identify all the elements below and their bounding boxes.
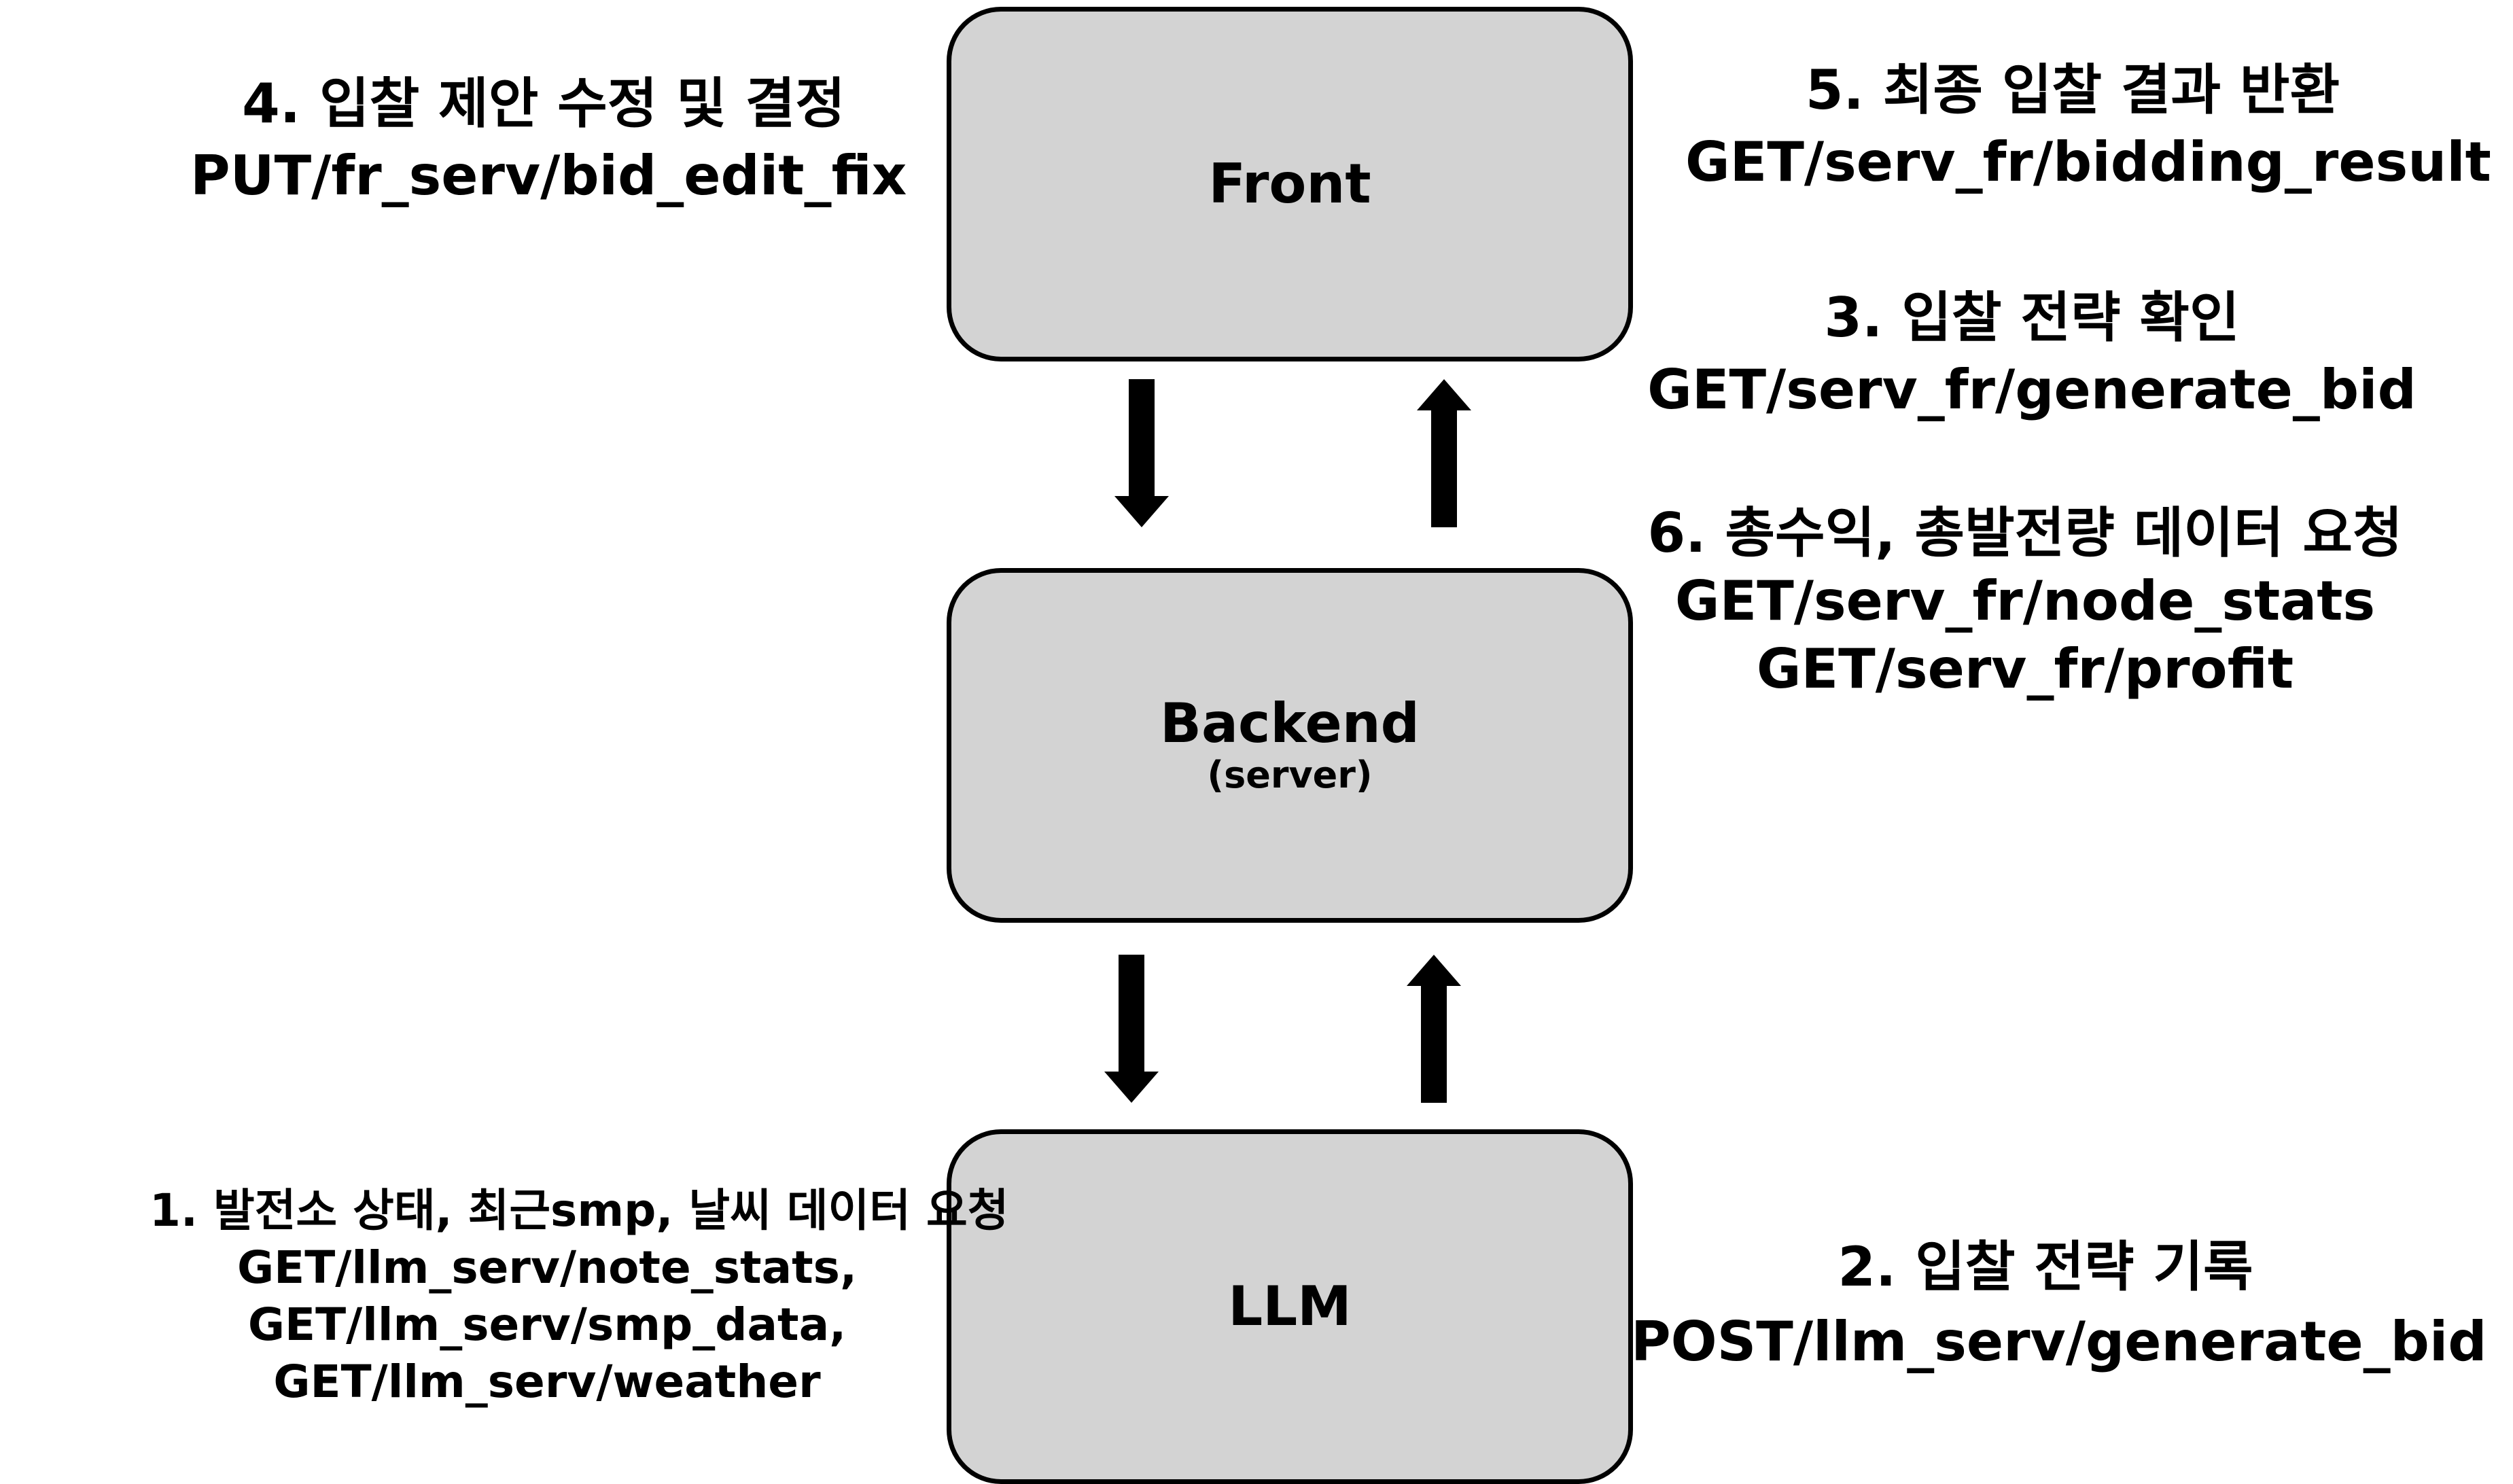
step1-heading: 1. 발전소 상태, 최근smp, 날씨 데이터 요청: [150, 1184, 1009, 1237]
front-node-title: Front: [1208, 152, 1371, 215]
backend-node-subtitle: (server): [1207, 753, 1373, 796]
step1-endpoint: GET/llm_serv/smp_data,: [247, 1298, 847, 1351]
arrow-front-to-backend: [1114, 379, 1169, 527]
step6-endpoint: GET/serv_fr/profit: [1756, 637, 2294, 701]
step3-label: 3. 입찰 전략 확인 GET/serv_fr/generate_bid: [1645, 282, 2419, 426]
step1-endpoint: GET/llm_serv/weather: [273, 1356, 821, 1408]
step3-endpoint: GET/serv_fr/generate_bid: [1647, 358, 2417, 421]
step1-endpoint: GET/llm_serv/note_stats,: [236, 1241, 858, 1294]
step4-endpoint: PUT/fr_serv/bid_edit_fix: [190, 144, 907, 207]
step2-heading: 2. 입찰 전략 기록: [1838, 1235, 2253, 1298]
backend-node-title: Backend: [1160, 691, 1420, 755]
step6-endpoint: GET/serv_fr/node_stats: [1674, 569, 2376, 633]
step2-label: 2. 입찰 전략 기록 POST/llm_serv/generate_bid: [1631, 1230, 2487, 1379]
front-node: Front: [947, 7, 1633, 361]
step3-heading: 3. 입찰 전략 확인: [1824, 286, 2240, 349]
step4-label: 4. 입찰 제안 수정 및 결정 PUT/fr_serv/bid_edit_fi…: [190, 68, 907, 212]
arrow-backend-to-front: [1417, 379, 1471, 527]
step4-heading: 4. 입찰 제안 수정 및 결정: [242, 72, 845, 135]
step6-heading: 6. 총수익, 총발전량 데이터 요청: [1647, 501, 2403, 565]
step6-label: 6. 총수익, 총발전량 데이터 요청 GET/serv_fr/node_sta…: [1604, 499, 2446, 703]
llm-node: LLM: [947, 1129, 1633, 1484]
step5-heading: 5. 최종 입찰 결과 반환: [1805, 58, 2340, 122]
arrow-backend-to-llm: [1104, 955, 1159, 1103]
step5-label: 5. 최종 입찰 결과 반환 GET/serv_fr/bidding_resul…: [1685, 54, 2491, 198]
llm-node-title: LLM: [1228, 1275, 1352, 1338]
backend-node: Backend (server): [947, 568, 1633, 923]
step5-endpoint: GET/serv_fr/bidding_result: [1685, 130, 2491, 194]
step1-label: 1. 발전소 상태, 최근smp, 날씨 데이터 요청 GET/llm_serv…: [102, 1182, 1009, 1411]
step2-endpoint: POST/llm_serv/generate_bid: [1631, 1310, 2487, 1373]
arrow-llm-to-backend: [1407, 955, 1461, 1103]
